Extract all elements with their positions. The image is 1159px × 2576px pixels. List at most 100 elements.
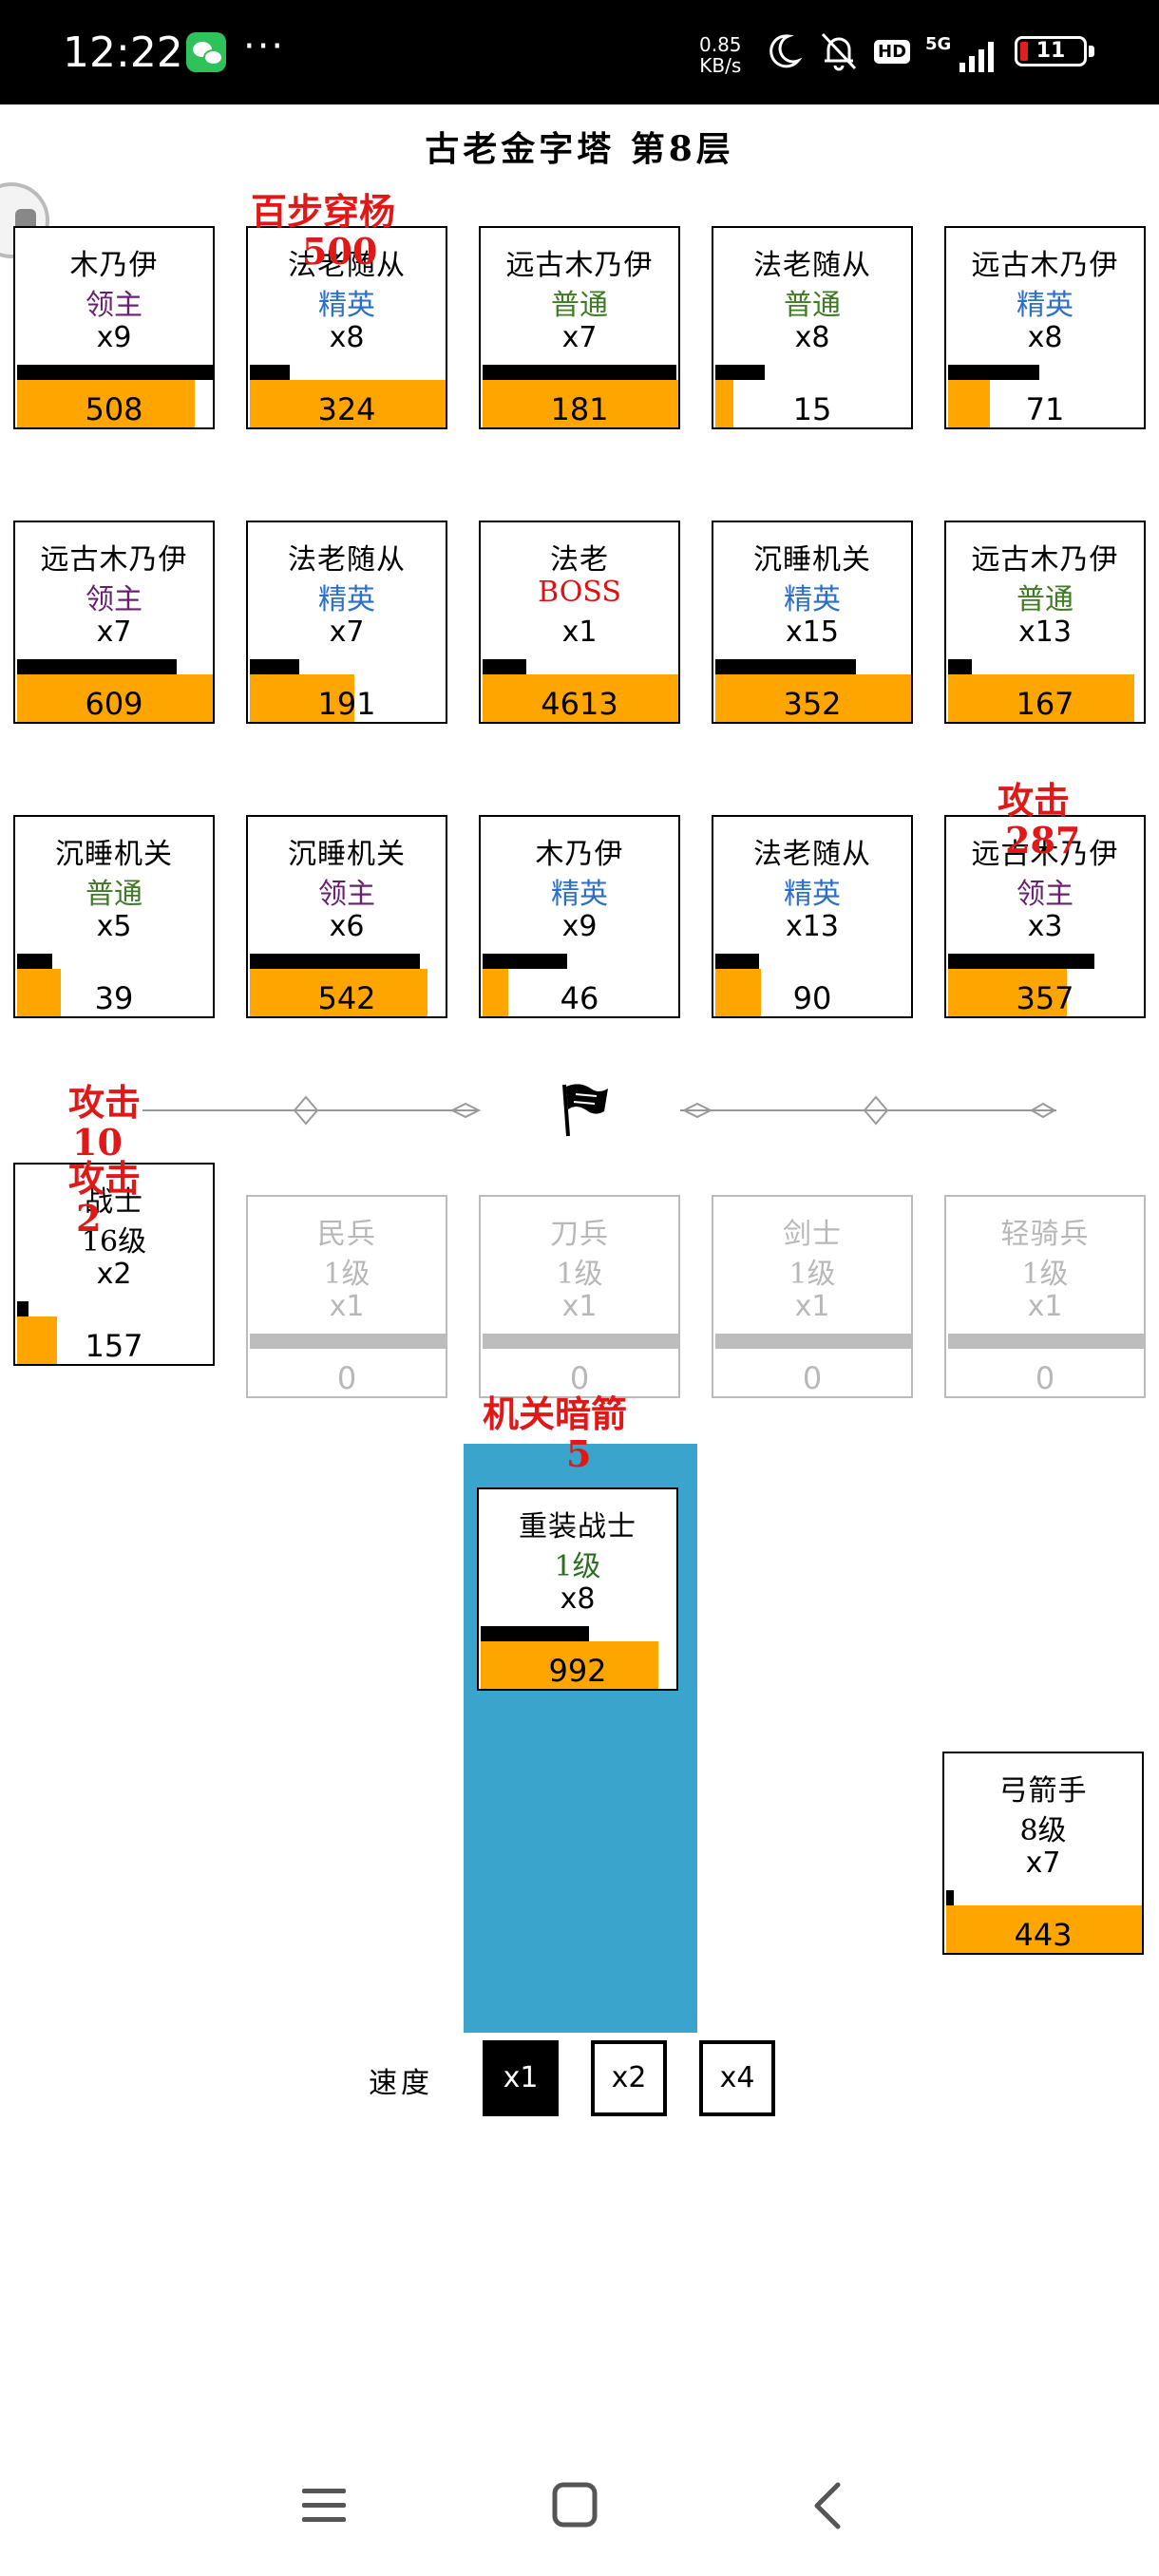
network-type: 5G [925, 34, 952, 54]
hp-bar [948, 954, 1094, 969]
progress-bar [948, 380, 990, 427]
flag-icon [562, 1084, 608, 1137]
hp-bar [483, 365, 676, 380]
progress-bar [17, 674, 213, 722]
divider-ornament-left [293, 1095, 482, 1126]
hp-bar [948, 1334, 1144, 1349]
skill-pierce-value: 500 [302, 230, 378, 273]
unit-rank: 领主 [1016, 878, 1074, 911]
unit-value: 157 [85, 1328, 143, 1364]
unit-rank: 领主 [318, 878, 375, 911]
divider-left [142, 1109, 479, 1111]
home-icon[interactable] [551, 2481, 598, 2529]
attack-value-left-a: 10 [72, 1121, 123, 1164]
unit-name: 远古木乃伊 [971, 838, 1119, 871]
hp-bar [250, 1334, 446, 1349]
unit-count: x13 [1018, 616, 1072, 649]
progress-bar [715, 380, 733, 427]
unit-count: x8 [329, 321, 365, 354]
unit-rank: 1级 [788, 1258, 836, 1291]
unit-value: 508 [85, 391, 143, 427]
network-speed: 0.85 KB/s [699, 34, 742, 76]
unit-rank: 领主 [86, 583, 142, 616]
speed-button-x1[interactable]: x1 [483, 2040, 559, 2116]
unit-card-heavy-warrior[interactable]: 重装战士 1级 x8 992 [477, 1487, 678, 1691]
battery-icon: 11 [1015, 36, 1087, 66]
attack-value-right: 287 [1005, 819, 1081, 862]
unit-name: 刀兵 [550, 1218, 609, 1251]
hp-bar [250, 365, 290, 380]
unit-value: 4613 [541, 686, 618, 722]
unit-rank: 精英 [784, 878, 841, 911]
hp-bar [483, 954, 567, 969]
attack-label-left-b: 攻击 [68, 1157, 142, 1200]
clock: 12:22 [63, 28, 183, 77]
unit-count: x8 [1027, 321, 1063, 354]
progress-bar [250, 969, 428, 1016]
speed-button-x2[interactable]: x2 [591, 2040, 667, 2116]
unit-count: x1 [561, 616, 598, 649]
unit-count: x6 [329, 910, 365, 943]
unit-value: 0 [336, 1360, 357, 1396]
hp-bar [948, 365, 1039, 380]
back-icon[interactable] [809, 2481, 844, 2530]
unit-value: 15 [792, 391, 832, 427]
menu-icon[interactable] [300, 2485, 348, 2527]
unit-name: 远古木乃伊 [40, 543, 188, 577]
unit-value: 609 [85, 686, 143, 722]
unit-count: x5 [96, 910, 132, 943]
unit-value: 181 [550, 391, 609, 427]
network-speed-value: 0.85 [699, 33, 742, 56]
unit-count: x1 [1027, 1290, 1063, 1323]
progress-bar [946, 1905, 1142, 1953]
unit-name: 法老 [550, 543, 609, 577]
unit-card-archer[interactable]: 弓箭手 8级 x7 443 [942, 1752, 1144, 1955]
unit-rank: 精英 [318, 583, 375, 616]
bell-muted-icon [821, 32, 857, 71]
progress-bar [250, 674, 354, 722]
unit-value: 167 [1016, 686, 1074, 722]
unit-rank: 精英 [318, 289, 375, 322]
hp-bar [17, 365, 213, 380]
unit-name: 战士 [85, 1185, 143, 1219]
unit-rank: 领主 [86, 289, 142, 322]
unit-count: x7 [329, 616, 365, 649]
unit-count: x8 [794, 321, 830, 354]
moon-icon [770, 34, 802, 68]
speed-button-x4[interactable]: x4 [699, 2040, 775, 2116]
unit-rank: 普通 [86, 878, 142, 911]
unit-rank: 16级 [81, 1225, 147, 1259]
unit-count: x9 [96, 321, 132, 354]
unit-count: x9 [561, 910, 598, 943]
unit-value: 71 [1025, 391, 1065, 427]
unit-value: 542 [317, 980, 376, 1016]
unit-value: 357 [1016, 980, 1074, 1016]
hp-bar [17, 1301, 28, 1316]
hp-bar [946, 1890, 954, 1905]
unit-count: x15 [786, 616, 839, 649]
unit-rank: 普通 [1016, 583, 1074, 616]
unit-rank: 1级 [1021, 1258, 1069, 1291]
unit-rank: 精英 [551, 878, 608, 911]
unit-value: 39 [94, 980, 134, 1016]
